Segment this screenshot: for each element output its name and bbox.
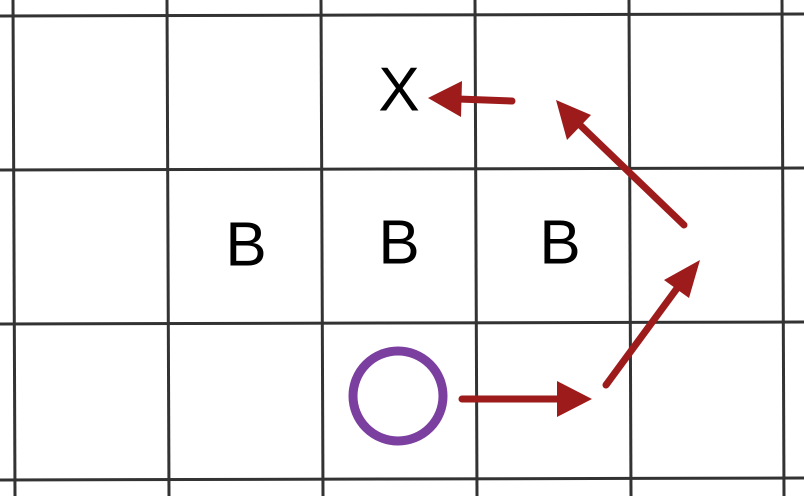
block-label-1: B [225, 211, 266, 280]
grid-line-h-1 [0, 12, 804, 18]
target-label: X [378, 56, 419, 125]
grid-line-v-3 [319, 0, 325, 496]
start-circle [348, 346, 448, 446]
grid-line-h-2 [0, 166, 804, 172]
grid-line-v-5 [627, 0, 633, 496]
block-label-3: B [539, 209, 580, 278]
block-label-2: B [378, 209, 419, 278]
grid-line-v-2 [165, 0, 171, 496]
grid-line-v-4 [473, 0, 479, 496]
arrow-right-icon [458, 381, 592, 417]
arrow-up-right-icon [602, 260, 700, 389]
grid-line-h-3 [0, 320, 804, 326]
arrow-up-left-icon [556, 100, 688, 229]
grid-line-h-4 [0, 476, 804, 482]
path-arrows [428, 81, 700, 417]
grid-line-v-6 [780, 0, 786, 496]
arrow-left-icon [428, 81, 516, 117]
grid-line-v-1 [11, 0, 17, 496]
